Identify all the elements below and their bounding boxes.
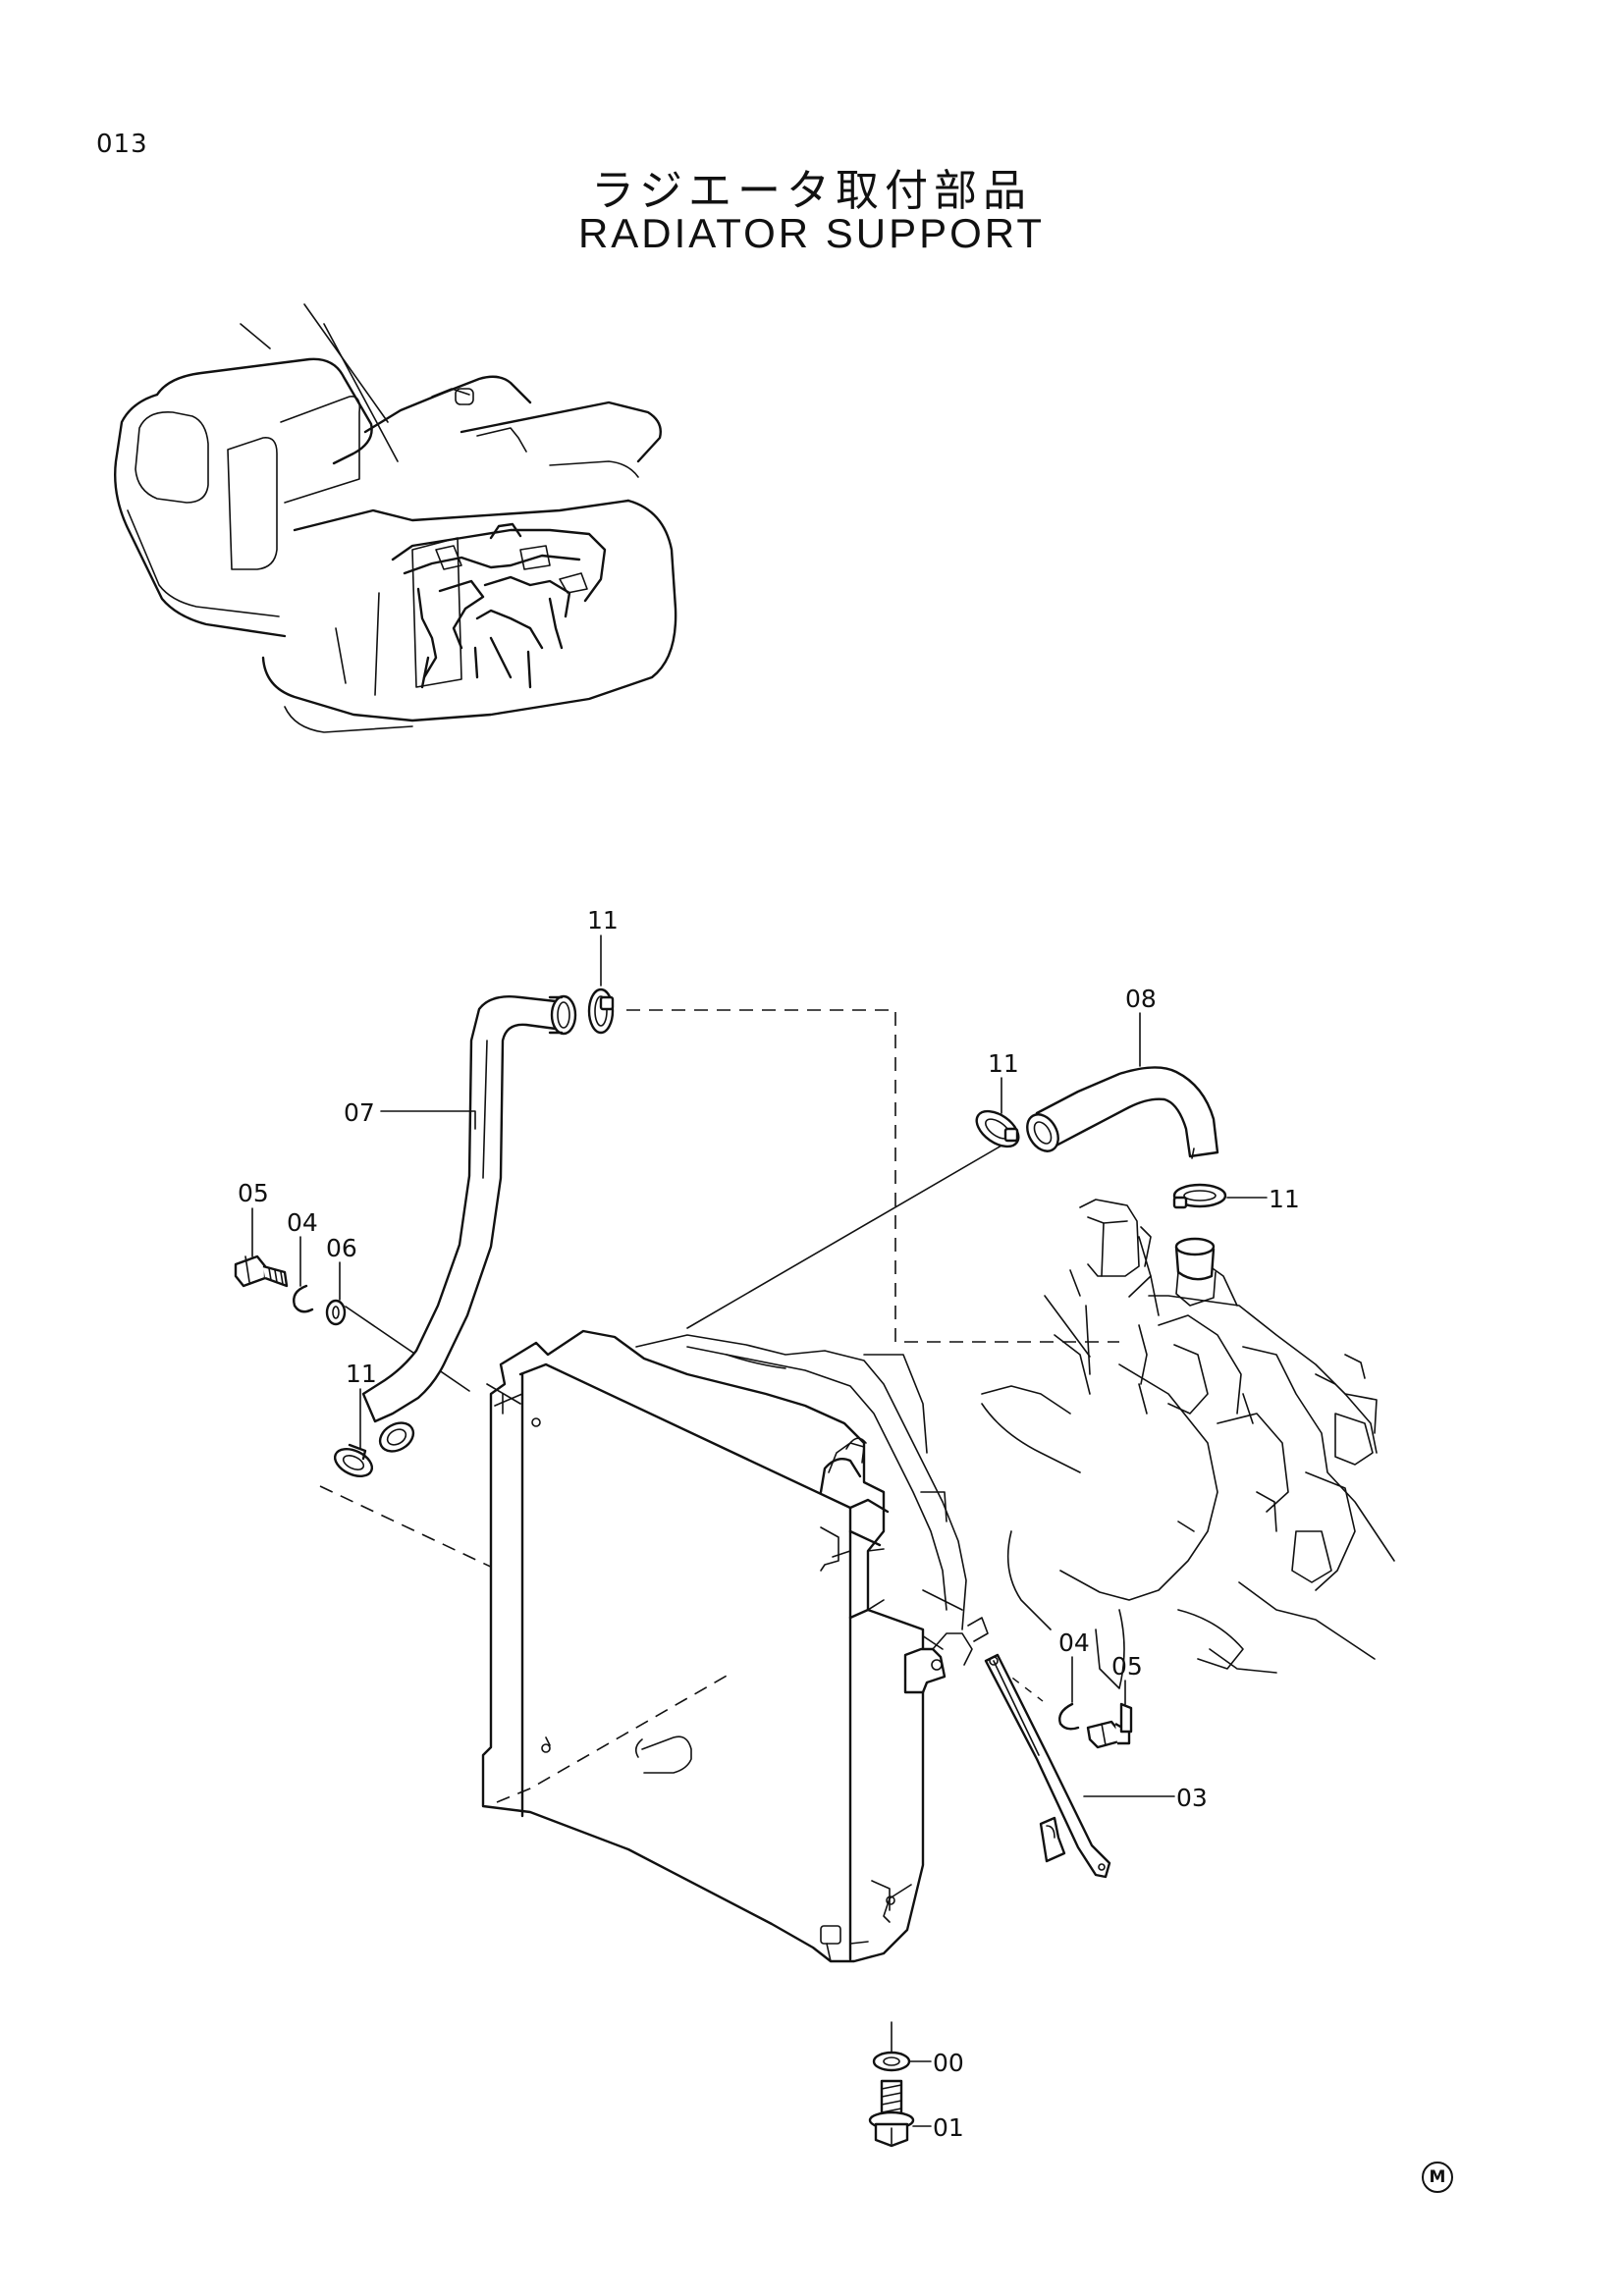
bolt-05-right	[1086, 1702, 1133, 1749]
page-number: 013	[96, 130, 148, 159]
engine-assembly	[981, 1199, 1395, 1689]
pump-outlet	[1174, 1237, 1217, 1307]
radiator-shroud	[635, 1334, 967, 1650]
cab	[114, 357, 373, 638]
callout-11-left: 11	[346, 1360, 377, 1388]
callout-01: 01	[933, 2113, 964, 2142]
boom-lines	[240, 303, 399, 462]
callout-labels: 11 08 11 11 07 05 04 06 11 04 05 03 00 0…	[238, 906, 1300, 2142]
callout-05-left: 05	[238, 1179, 269, 1207]
callout-04-right: 04	[1058, 1629, 1090, 1657]
washer-06	[325, 1299, 347, 1326]
callout-11-right: 11	[1269, 1185, 1300, 1213]
registered-mark: M	[1422, 2162, 1453, 2193]
radiator-core	[481, 1329, 925, 1963]
excavator-overview	[114, 303, 677, 733]
callout-11-middle: 11	[988, 1049, 1019, 1078]
lock-washer-04-right	[1058, 1702, 1080, 1731]
callout-03: 03	[1176, 1784, 1208, 1812]
hose-clamp-middle	[975, 1109, 1020, 1148]
callout-04-left: 04	[287, 1208, 318, 1237]
title-english: RADIATOR SUPPORT	[577, 210, 1046, 256]
title-japanese: ラジエータ取付部品	[590, 166, 1033, 216]
callout-leaders	[251, 934, 1268, 2127]
body-housing	[261, 375, 677, 733]
callout-06: 06	[326, 1234, 357, 1262]
washer-00	[872, 2051, 911, 2072]
hose-08	[1026, 1066, 1219, 1159]
hose-clamp-left	[333, 1443, 374, 1477]
hose-clamp-right	[1172, 1183, 1227, 1209]
bolt-05-left	[234, 1255, 289, 1288]
stay-rod-03	[984, 1653, 1111, 1879]
radiator-side-bracket	[903, 1617, 989, 1694]
hose-clamp-top	[587, 988, 615, 1035]
lock-washer-04-left	[293, 1284, 314, 1313]
hose-07	[361, 994, 577, 1453]
callout-00: 00	[933, 2049, 964, 2077]
callout-08: 08	[1125, 985, 1157, 1013]
bolt-01	[868, 2079, 915, 2148]
callout-05-right: 05	[1111, 1652, 1143, 1681]
engine-detail	[391, 522, 607, 689]
callout-07: 07	[344, 1098, 375, 1127]
callout-11-top: 11	[587, 906, 619, 934]
